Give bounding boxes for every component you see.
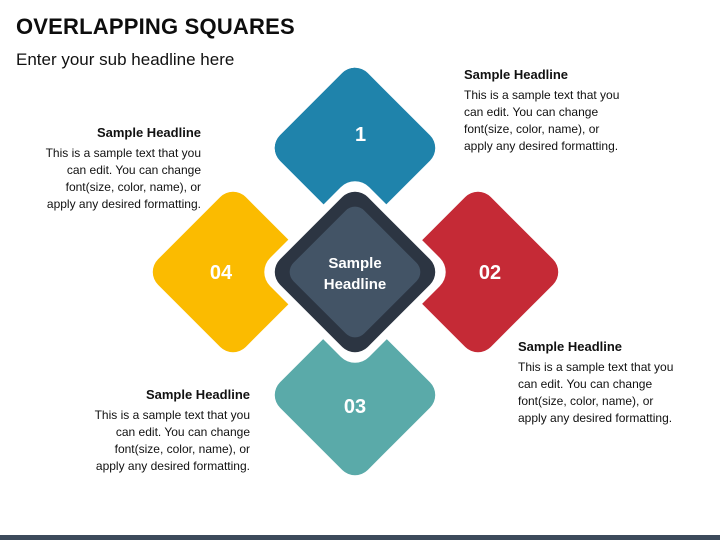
- text-block-line: This is a sample text that you: [94, 408, 250, 422]
- center-label-line1: Sample: [328, 255, 381, 272]
- text-block-line: can edit. You can change: [518, 377, 653, 391]
- text-block-line: apply any desired formatting.: [464, 139, 619, 153]
- text-block-headline: Sample Headline: [518, 339, 623, 354]
- footer-bar: [0, 535, 720, 540]
- square-04: 04: [152, 191, 314, 353]
- center-diamond: Sample Headline: [264, 181, 446, 363]
- text-block-line: apply any desired formatting.: [46, 197, 201, 211]
- text-block-headline: Sample Headline: [464, 67, 569, 82]
- square-04-number: 04: [210, 262, 233, 284]
- square-02-number: 02: [479, 262, 501, 284]
- text-block-top-right: Sample Headline This is a sample text th…: [464, 66, 639, 155]
- text-block-bottom-left: Sample Headline This is a sample text th…: [75, 386, 250, 475]
- square-03: 03: [274, 314, 436, 476]
- square-03-number: 03: [344, 396, 366, 418]
- text-block-line: font(size, color, name), or: [65, 180, 201, 194]
- page-title: OVERLAPPING SQUARES: [16, 14, 295, 39]
- text-block-line: can edit. You can change: [464, 105, 599, 119]
- page-subtitle: Enter your sub headline here: [16, 50, 235, 69]
- square-02: 02: [397, 191, 559, 353]
- text-block-line: apply any desired formatting.: [518, 411, 673, 425]
- text-block-line: font(size, color, name), or: [114, 442, 250, 456]
- text-block-headline: Sample Headline: [96, 125, 201, 140]
- text-block-line: This is a sample text that you: [464, 88, 620, 102]
- square-01-overlap: [274, 67, 355, 229]
- text-block-line: font(size, color, name), or: [518, 394, 654, 408]
- text-block-line: This is a sample text that you: [518, 360, 674, 374]
- center-label-line2: Headline: [324, 276, 387, 293]
- text-block-top-left: Sample Headline This is a sample text th…: [26, 124, 201, 213]
- text-block-line: font(size, color, name), or: [464, 122, 600, 136]
- text-block-line: This is a sample text that you: [45, 146, 201, 160]
- text-block-line: apply any desired formatting.: [95, 459, 250, 473]
- text-block-bottom-right: Sample Headline This is a sample text th…: [518, 338, 693, 427]
- text-block-headline: Sample Headline: [145, 387, 250, 402]
- text-block-line: can edit. You can change: [66, 163, 201, 177]
- text-block-line: can edit. You can change: [115, 425, 250, 439]
